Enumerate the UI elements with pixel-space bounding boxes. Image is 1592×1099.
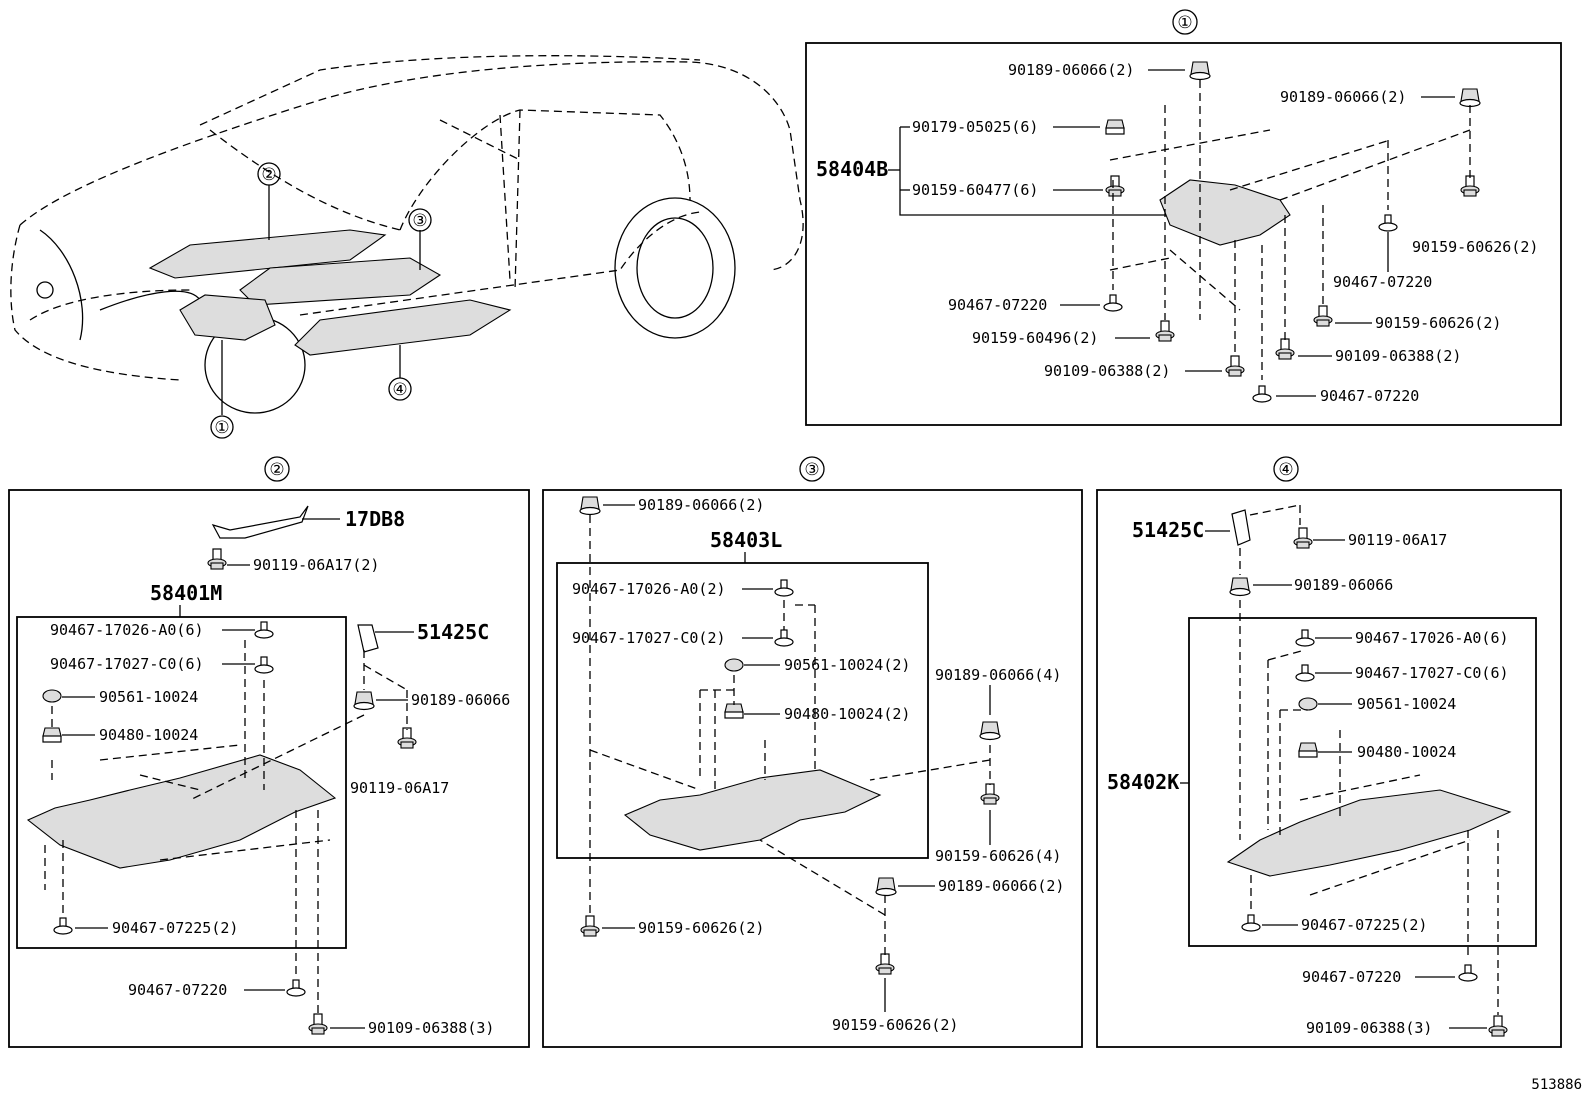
floor-under-cover-center <box>623 769 882 851</box>
panel-1-frame <box>805 42 1562 426</box>
panel-2-title: ② <box>269 460 284 480</box>
assembly-58404B: 58404B <box>816 157 888 181</box>
label-p1-c: 90179-05025(6) <box>912 118 1038 136</box>
label-p1-a: 90189-06066(2) <box>1008 61 1134 79</box>
panel-3: ③ 58403L 90189-06066(2) 90467-17026-A0(2… <box>542 456 1083 1048</box>
label-p2-b: 90119-06A17(2) <box>253 556 379 574</box>
label-p3-j: 90159-60626(2) <box>832 1016 958 1034</box>
label-p1-b: 90189-06066(2) <box>1280 88 1406 106</box>
panel-2: ② 58401M 17DB8 90119-06A17(2) 51425C 904… <box>8 456 530 1048</box>
callout-2: ② <box>261 165 276 185</box>
panel-3-assembly-frame <box>556 562 929 859</box>
label-p1-i: 90159-60496(2) <box>972 329 1098 347</box>
label-p1-e: 90159-60626(2) <box>1412 238 1538 256</box>
label-p2-g: 90480-10024 <box>99 726 198 744</box>
callout-4: ④ <box>392 380 407 400</box>
label-p3-g: 90159-60626(4) <box>935 847 1061 865</box>
panel-4-frame <box>1096 489 1562 1048</box>
bracket-17DB8 <box>211 505 309 539</box>
label-p4-d: 90467-17026-A0(6) <box>1355 629 1509 647</box>
floor-under-cover-rear <box>1226 789 1512 877</box>
label-p2-e: 90467-17027-C0(6) <box>50 655 204 673</box>
label-p2-a: 17DB8 <box>345 507 405 531</box>
label-p4-h: 90467-07225(2) <box>1301 916 1427 934</box>
label-p4-e: 90467-17027-C0(6) <box>1355 664 1509 682</box>
callout-3: ③ <box>412 211 427 231</box>
label-p2-h: 90189-06066 <box>411 691 510 709</box>
label-p1-f: 90467-07220 <box>1333 273 1432 291</box>
panel-2-frame <box>8 489 530 1048</box>
label-p1-h: 90159-60626(2) <box>1375 314 1501 332</box>
panel-1-title: ① <box>1177 13 1192 33</box>
label-p2-d: 90467-17026-A0(6) <box>50 621 204 639</box>
label-p1-l: 90467-07220 <box>1320 387 1419 405</box>
label-p3-i: 90159-60626(2) <box>638 919 764 937</box>
label-p2-f: 90561-10024 <box>99 688 198 706</box>
bracket-51425C <box>357 624 379 653</box>
label-p3-a: 90189-06066(2) <box>638 496 764 514</box>
label-p1-d: 90159-60477(6) <box>912 181 1038 199</box>
panel-1: ① 58404B 90189-06066(2) 90189-06066(2) 9… <box>805 9 1562 426</box>
label-p2-j: 90467-07225(2) <box>112 919 238 937</box>
label-p3-c: 90467-17027-C0(2) <box>572 629 726 647</box>
label-p3-f: 90189-06066(4) <box>935 666 1061 684</box>
label-p3-e: 90480-10024(2) <box>784 705 910 723</box>
label-p3-h: 90189-06066(2) <box>938 877 1064 895</box>
assembly-58403L: 58403L <box>710 528 782 552</box>
panel-4: ④ 58402K 51425C 90119-06A17 90189-06066 … <box>1096 456 1562 1048</box>
panel-2-assembly-frame <box>16 616 347 949</box>
panel-3-frame <box>542 489 1083 1048</box>
label-p2-i: 90119-06A17 <box>350 779 449 797</box>
label-p4-a: 51425C <box>1132 518 1204 542</box>
floor-under-cover-front <box>26 754 337 869</box>
label-p4-g: 90480-10024 <box>1357 743 1456 761</box>
catalog-number: 513886 <box>1531 1077 1582 1093</box>
label-p1-g: 90467-07220 <box>948 296 1047 314</box>
panel-4-title: ④ <box>1278 460 1293 480</box>
label-p2-l: 90109-06388(3) <box>368 1019 494 1037</box>
car-overview: ② ③ ④ ① <box>10 55 804 439</box>
assembly-58402K: 58402K <box>1107 770 1179 794</box>
label-p4-j: 90109-06388(3) <box>1306 1019 1432 1037</box>
label-p2-c: 51425C <box>417 620 489 644</box>
label-p2-k: 90467-07220 <box>128 981 227 999</box>
label-p1-k: 90109-06388(2) <box>1044 362 1170 380</box>
label-p3-d: 90561-10024(2) <box>784 656 910 674</box>
panel-4-assembly-frame <box>1188 617 1537 947</box>
label-p4-b: 90119-06A17 <box>1348 531 1447 549</box>
callout-1: ① <box>214 418 229 438</box>
engine-under-cover <box>1159 179 1291 246</box>
bracket-51425C-rear <box>1231 509 1251 546</box>
label-p1-j: 90109-06388(2) <box>1335 347 1461 365</box>
panel-3-title: ③ <box>804 460 819 480</box>
label-p3-b: 90467-17026-A0(2) <box>572 580 726 598</box>
label-p4-f: 90561-10024 <box>1357 695 1456 713</box>
label-p4-c: 90189-06066 <box>1294 576 1393 594</box>
label-p4-i: 90467-07220 <box>1302 968 1401 986</box>
assembly-58401M: 58401M <box>150 581 222 605</box>
